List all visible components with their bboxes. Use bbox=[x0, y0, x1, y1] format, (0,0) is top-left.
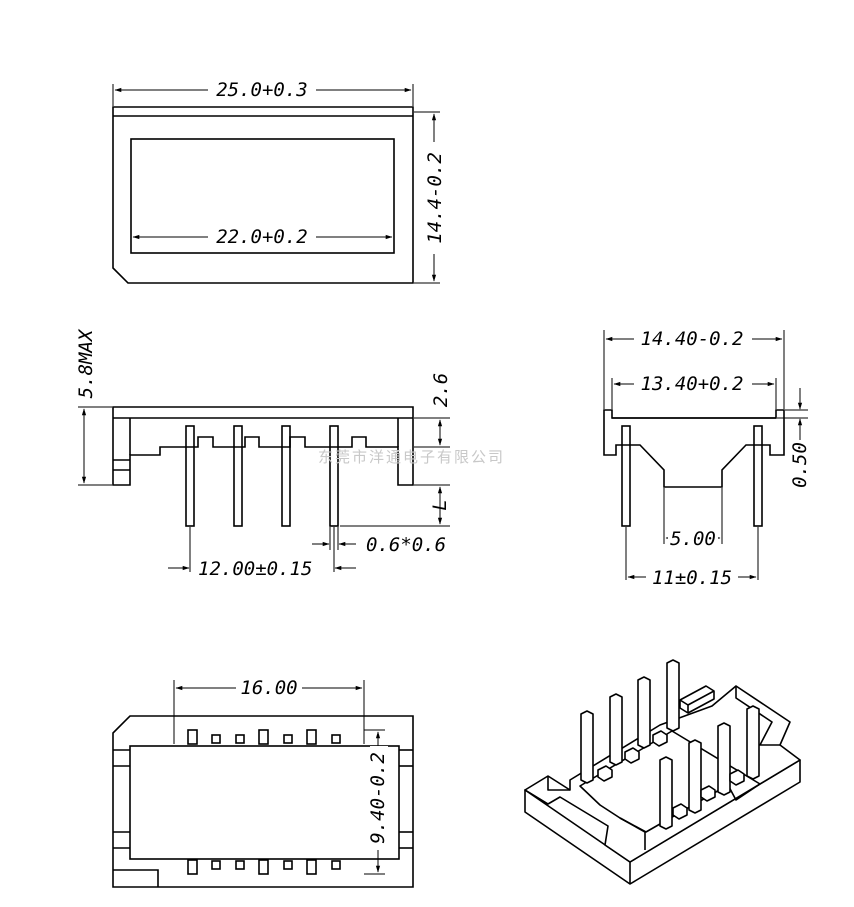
slot-top bbox=[187, 729, 198, 745]
bottom-corner bbox=[113, 869, 159, 887]
bottom-width-label: 16.00 bbox=[240, 677, 297, 699]
slot-top bbox=[258, 729, 269, 745]
side-step-label: 0.50 bbox=[789, 442, 811, 488]
front-pin-4 bbox=[329, 425, 339, 527]
front-pin-size-label: 0.6*0.6 bbox=[366, 534, 446, 556]
top-outer-height-label: 14.4-0.2 bbox=[424, 152, 446, 244]
top-view-window bbox=[130, 138, 395, 254]
iso-wall-step bbox=[735, 686, 780, 746]
iso-pin-front-2 bbox=[688, 739, 702, 814]
top-outer-width-label: 25.0+0.3 bbox=[216, 79, 308, 101]
pin-pad-bottom bbox=[211, 860, 221, 870]
front-view: 5.8MAX 2.6 L 0.6*0.6 12.00±0.15 bbox=[75, 328, 452, 580]
iso-pad bbox=[672, 803, 688, 820]
side-view: 14.40-0.2 13.40+0.2 0.50 5.00 11±0.15 bbox=[603, 328, 811, 589]
iso-pin-back-1 bbox=[580, 710, 594, 784]
watermark: 东莞市洋通电子有限公司 bbox=[318, 448, 505, 466]
pin-pad-top bbox=[331, 734, 341, 744]
bottom-view-outline bbox=[112, 715, 414, 888]
pin-pad-bottom bbox=[331, 860, 341, 870]
side-center-gap-label: 5.00 bbox=[670, 528, 716, 550]
slot-bottom bbox=[258, 859, 269, 875]
bottom-view: 16.00 9.40-0.2 bbox=[112, 677, 414, 888]
iso-pin-back-2 bbox=[609, 693, 623, 766]
iso-pad bbox=[729, 769, 745, 786]
iso-pin-front-1 bbox=[659, 756, 673, 830]
iso-top-tab-edge bbox=[679, 690, 715, 713]
side-pin-left bbox=[621, 425, 631, 527]
front-pin-1 bbox=[185, 425, 195, 527]
slot-bottom bbox=[306, 859, 317, 875]
iso-pin-back-3 bbox=[637, 676, 651, 749]
side-pin-right bbox=[753, 425, 763, 527]
isometric-view bbox=[524, 659, 801, 885]
iso-cavity-floor bbox=[619, 817, 646, 850]
side-pin-span-label: 11±0.15 bbox=[652, 567, 732, 589]
bottom-height-label: 9.40-0.2 bbox=[367, 752, 389, 844]
iso-left-edge bbox=[524, 789, 549, 805]
pin-pad-top bbox=[283, 734, 293, 744]
top-inner-width-label: 22.0+0.2 bbox=[216, 226, 308, 248]
slot-bottom bbox=[187, 859, 198, 875]
pin-pad-bottom bbox=[283, 860, 293, 870]
iso-pad bbox=[652, 730, 668, 747]
side-view-body bbox=[603, 409, 785, 488]
pin-pad-top bbox=[235, 734, 245, 744]
top-view-outline bbox=[112, 106, 414, 284]
iso-pin-front-4 bbox=[746, 705, 760, 780]
side-outer-width-label: 14.40-0.2 bbox=[641, 328, 744, 350]
bottom-view-inner-body bbox=[129, 745, 400, 860]
iso-pin-back-4 bbox=[666, 659, 680, 732]
iso-pin-front-3 bbox=[717, 722, 731, 796]
front-top-height-label: 2.6 bbox=[430, 373, 452, 407]
front-pin-length-label: L bbox=[429, 499, 451, 510]
top-view: 25.0+0.3 14.4-0.2 22.0+0.2 bbox=[112, 79, 446, 284]
pin-pad-top bbox=[211, 734, 221, 744]
iso-pad bbox=[624, 747, 640, 764]
front-pin-2 bbox=[233, 425, 243, 527]
iso-left-step bbox=[547, 776, 570, 791]
front-pin-3 bbox=[281, 425, 291, 527]
pin-pad-bottom bbox=[235, 860, 245, 870]
iso-pad bbox=[700, 785, 716, 802]
side-inner-width-label: 13.40+0.2 bbox=[641, 373, 744, 395]
front-pin-span-label: 12.00±0.15 bbox=[198, 558, 312, 580]
iso-pad bbox=[597, 765, 613, 782]
slot-top bbox=[306, 729, 317, 745]
front-max-height-label: 5.8MAX bbox=[75, 328, 97, 398]
